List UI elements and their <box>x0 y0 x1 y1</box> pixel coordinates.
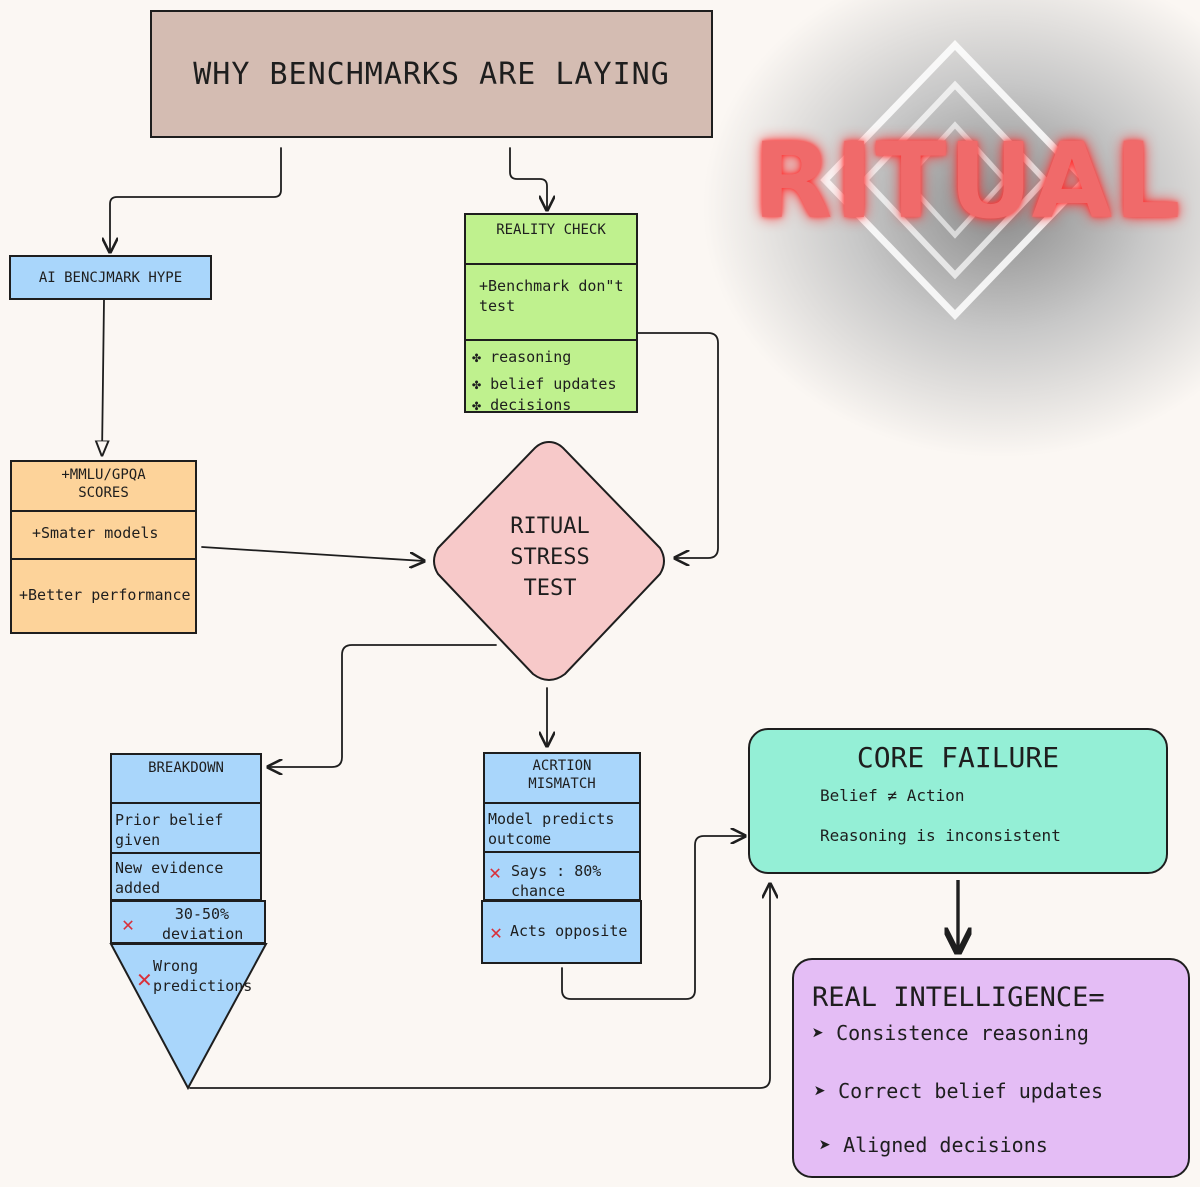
scores-row-1: +Smater models <box>32 524 159 542</box>
scores-header: +MMLU/GPQA SCORES <box>61 467 146 502</box>
arrow-bullet-icon: ➤ <box>812 1021 825 1045</box>
bullet-icon: ✤ <box>472 396 482 414</box>
reality-divider-2 <box>466 339 636 341</box>
page-title: WHY BENCHMARKS ARE LAYING <box>150 10 713 138</box>
cross-icon: ✕ <box>122 912 135 936</box>
core-line-1: Belief ≠ Action <box>820 786 965 805</box>
arrow-bullet-icon: ➤ <box>814 1079 827 1103</box>
arrow-bullet-icon: ➤ <box>819 1133 832 1157</box>
breakdown-row-1: Prior belief given <box>115 811 224 849</box>
core-line-2: Reasoning is inconsistent <box>820 826 1061 845</box>
reality-header: REALITY CHECK <box>496 222 606 238</box>
mismatch-row-2: Says : 80% chance <box>511 862 602 900</box>
mismatch-header: ACRTION MISMATCH <box>528 758 596 793</box>
real-intelligence-node: REAL INTELLIGENCE= ➤ Consistence reasoni… <box>792 958 1190 1178</box>
hype-node: AI BENCJMARK HYPE <box>9 255 212 300</box>
reality-item: ✤ decisions <box>472 396 572 414</box>
core-title: CORE FAILURE <box>856 741 1060 774</box>
reality-check-node: REALITY CHECK +Benchmark don"t test ✤ re… <box>464 213 638 414</box>
breakdown-header: BREAKDOWN <box>148 760 224 776</box>
real-item: ➤ Consistence reasoning <box>812 1021 1089 1045</box>
scores-divider-1 <box>12 510 195 512</box>
reality-divider-1 <box>466 263 636 265</box>
breakdown-row-3: 30-50% deviation <box>162 905 244 943</box>
bullet-icon: ✤ <box>472 375 482 393</box>
real-title: REAL INTELLIGENCE= <box>812 982 1105 1013</box>
cross-icon: ✕ <box>489 860 502 884</box>
mismatch-acts: ✕ Acts opposite <box>481 900 642 964</box>
breakdown-row-4: Wrong predictions <box>153 957 253 995</box>
ritual-logo-icon <box>820 40 1090 320</box>
reality-row-1: +Benchmark don"t test <box>479 277 624 315</box>
hype-label: AI BENCJMARK HYPE <box>38 269 183 286</box>
cross-icon: ✕ <box>136 968 153 992</box>
mismatch-divider-2 <box>485 851 639 853</box>
mismatch-row-3: Acts opposite <box>510 922 628 940</box>
breakdown-divider-2 <box>112 852 260 854</box>
breakdown-divider-1 <box>112 802 260 804</box>
breakdown-row-2: New evidence added <box>115 859 224 897</box>
mismatch-row-1: Model predicts outcome <box>488 810 615 848</box>
stress-test-label: RITUAL STRESS TEST <box>510 514 590 601</box>
cross-icon: ✕ <box>490 920 503 944</box>
core-failure-node: CORE FAILURE Belief ≠ Action Reasoning i… <box>748 728 1168 874</box>
scores-divider-2 <box>12 558 195 560</box>
real-item: ➤ Aligned decisions <box>819 1133 1048 1157</box>
mismatch-divider-1 <box>485 802 639 804</box>
stress-test-diamond <box>433 440 665 681</box>
scores-node: +MMLU/GPQA SCORES +Smater models +Better… <box>10 460 197 634</box>
reality-item: ✤ belief updates <box>472 375 617 393</box>
reality-item: ✤ reasoning <box>472 348 572 366</box>
breakdown-deviation: ✕ 30-50% deviation <box>110 900 266 944</box>
real-item: ➤ Correct belief updates <box>814 1079 1103 1103</box>
mismatch-node: ACRTION MISMATCH Model predicts outcome … <box>483 752 641 901</box>
bullet-icon: ✤ <box>472 348 482 366</box>
breakdown-node: BREAKDOWN Prior belief given New evidenc… <box>110 753 262 901</box>
breakdown-funnel <box>109 943 268 1091</box>
scores-row-2: +Better performance <box>19 586 191 604</box>
ritual-logo-text: RITUAL <box>752 120 1183 242</box>
